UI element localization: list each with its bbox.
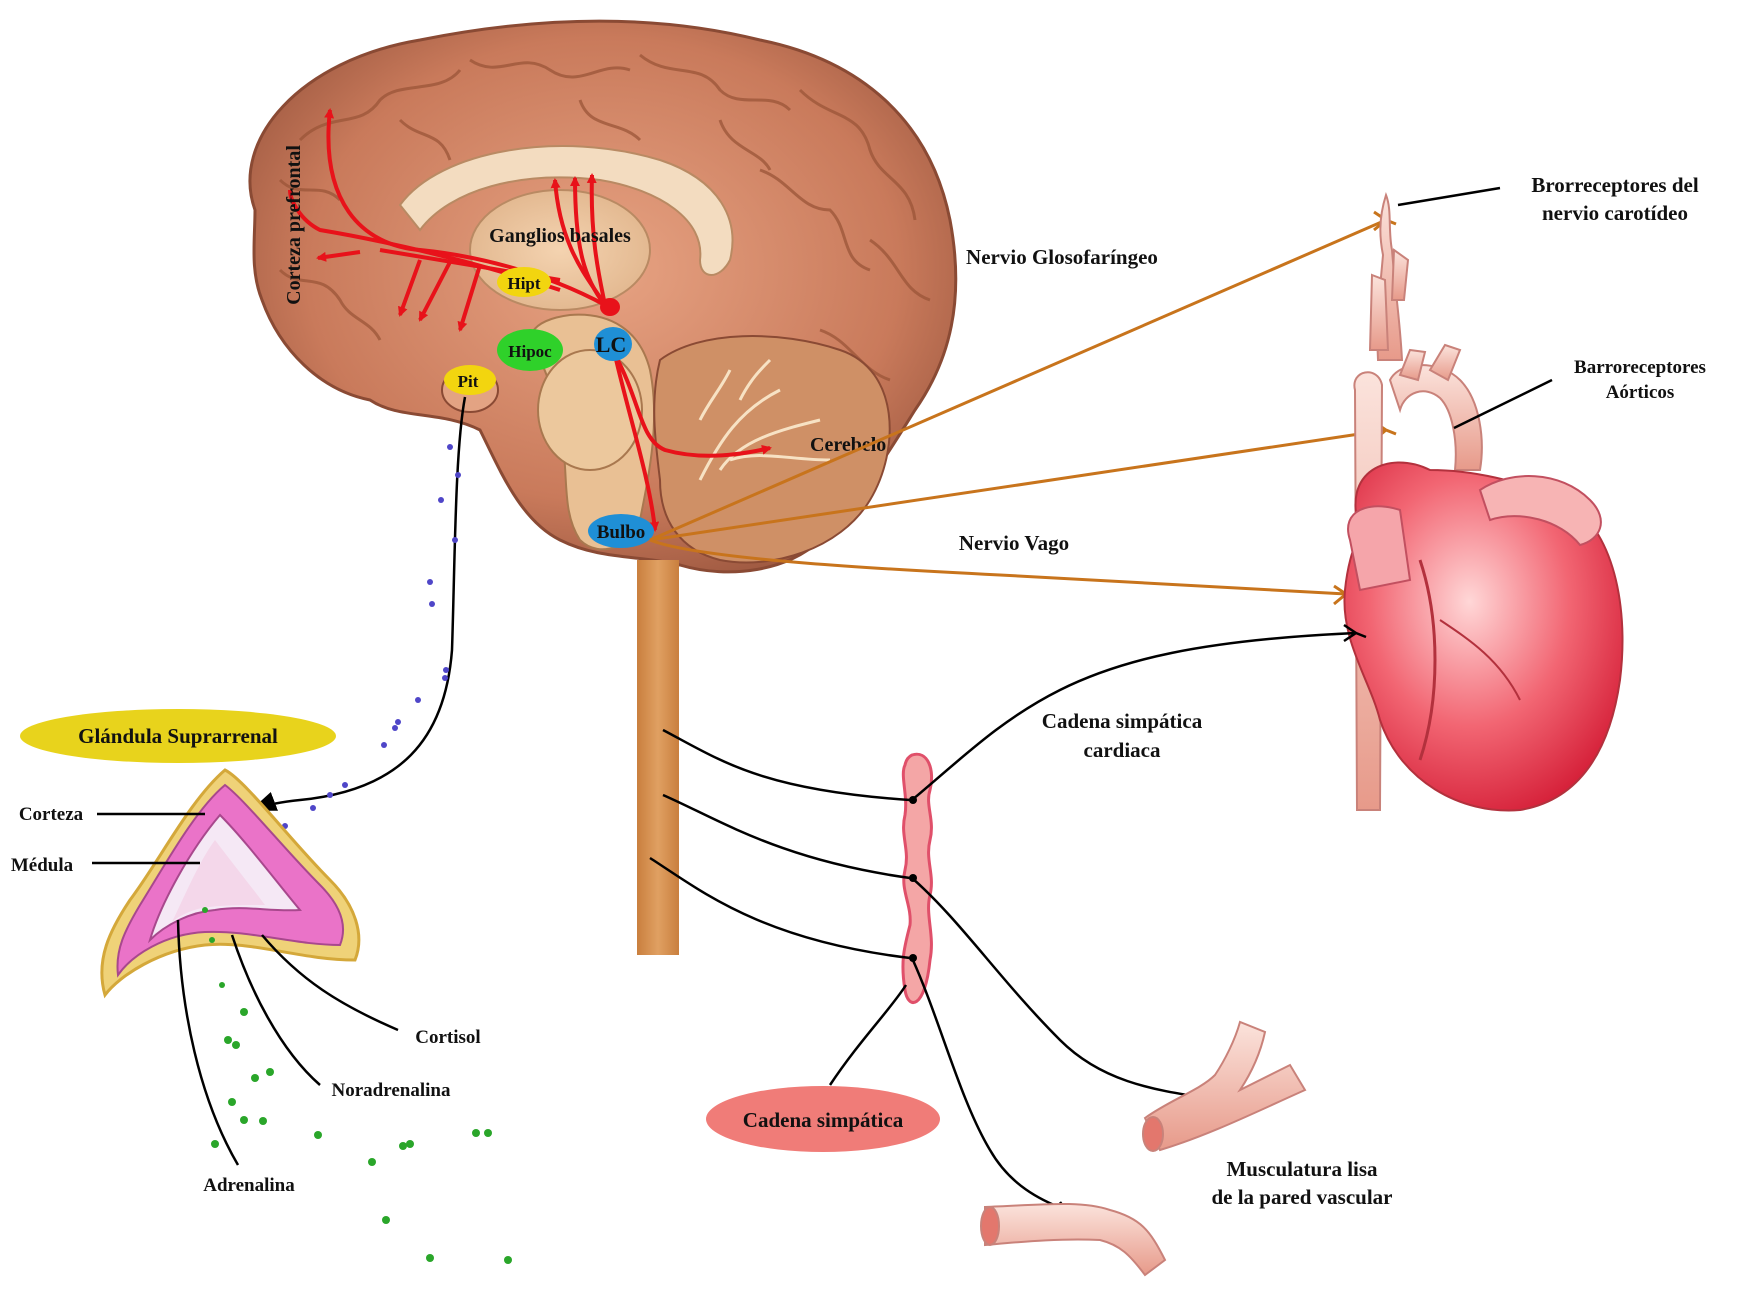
adrenal-medulla-inner [172, 840, 265, 922]
cerebellum [653, 335, 891, 564]
cortisol-label: Cortisol [415, 1027, 480, 1048]
blood-vessel-lower [980, 1203, 1167, 1277]
medula-label: Médula [11, 855, 74, 876]
cadena-simpatica-label: Cadena simpática [743, 1108, 904, 1132]
sympathetic-ganglion-chain [901, 752, 934, 1004]
hipt-badge: Hipt [497, 267, 551, 297]
cadena-simpatica-badge: Cadena simpática [706, 1086, 940, 1152]
red-pathways [288, 108, 772, 532]
left-atrium [1478, 475, 1602, 547]
adrenalina-label: Adrenalina [203, 1175, 295, 1196]
hormone-particles [202, 907, 512, 1264]
musculatura-line1: Musculatura lisa [1226, 1157, 1378, 1181]
musculatura-line2: de la pared vascular [1211, 1185, 1392, 1209]
bulbo-label: Bulbo [597, 522, 646, 543]
glandula-suprarrenal-badge: Glándula Suprarrenal [20, 709, 336, 763]
red-origin-dot [600, 298, 620, 316]
adrenal-gland [100, 768, 361, 999]
receptor-pointer-lines [1397, 186, 1553, 430]
heart-body [1343, 461, 1624, 812]
cortisol-pointer [261, 934, 399, 1032]
adrenal-pointer-lines [92, 812, 399, 1166]
bulbo-badge: Bulbo [588, 514, 654, 548]
corteza-label: Corteza [19, 804, 84, 825]
acth-particles [282, 444, 461, 829]
cranial-nerves [649, 210, 1397, 606]
pit-badge: Pit [444, 365, 496, 395]
hipoc-label: Hipoc [508, 342, 552, 361]
cardiac-sympathetic-nerve [911, 631, 1357, 801]
vascular-nerve-upper [911, 877, 1209, 1100]
acth-pathway [250, 396, 467, 812]
ganglios-basales-label: Ganglios basales [489, 225, 631, 247]
brain-gyri [278, 53, 931, 382]
baro-carotid-line2: nervio carotídeo [1542, 201, 1688, 225]
corteza-prefrontal-label: Corteza prefrontal [283, 145, 305, 305]
baro-aortic-line1: Barroreceptores [1574, 357, 1706, 378]
hipoc-badge: Hipoc [497, 329, 563, 371]
vagus-nerve-cardiac [649, 538, 1347, 596]
nervio-vago-label: Nervio Vago [959, 531, 1069, 555]
cadena-cardiaca-line1: Cadena simpática [1042, 709, 1203, 733]
vascular-nerve-lower [910, 957, 1067, 1212]
chain-label-pointer [828, 984, 908, 1086]
right-atrium [1347, 505, 1412, 592]
cadena-cardiaca-line2: cardiaca [1084, 738, 1161, 762]
glandula-suprarrenal-label: Glándula Suprarrenal [78, 724, 278, 748]
ganglion-synapse-dots [909, 796, 917, 962]
nervio-glosofaringeo-label: Nervio Glosofaríngeo [966, 245, 1158, 269]
corpus-callosum [398, 145, 734, 276]
pit-label: Pit [458, 372, 479, 391]
heart-illustration [1343, 192, 1624, 812]
lc-badge: LC [594, 327, 632, 361]
cerebelo-label: Cerebelo [810, 434, 886, 456]
arbor-vitae [698, 358, 831, 481]
blood-vessel-upper [1142, 1020, 1307, 1152]
hipt-label: Hipt [507, 274, 540, 293]
spinal-cord [637, 560, 679, 955]
pons [537, 349, 643, 471]
baro-aortic-line2: Aórticos [1606, 382, 1675, 403]
vagus-nerve-aortic [649, 428, 1387, 542]
sympathetic-fibers [649, 623, 1367, 1223]
baro-carotid-line1: Brorreceptores del [1531, 173, 1699, 197]
noradrenalina-pointer [230, 934, 321, 1086]
adrenalina-pointer [176, 919, 240, 1166]
glossopharyngeal-nerve [649, 218, 1387, 542]
noradrenalina-label: Noradrenalina [332, 1080, 451, 1101]
lc-label: LC [596, 332, 627, 357]
aortic-arch [1388, 364, 1483, 471]
